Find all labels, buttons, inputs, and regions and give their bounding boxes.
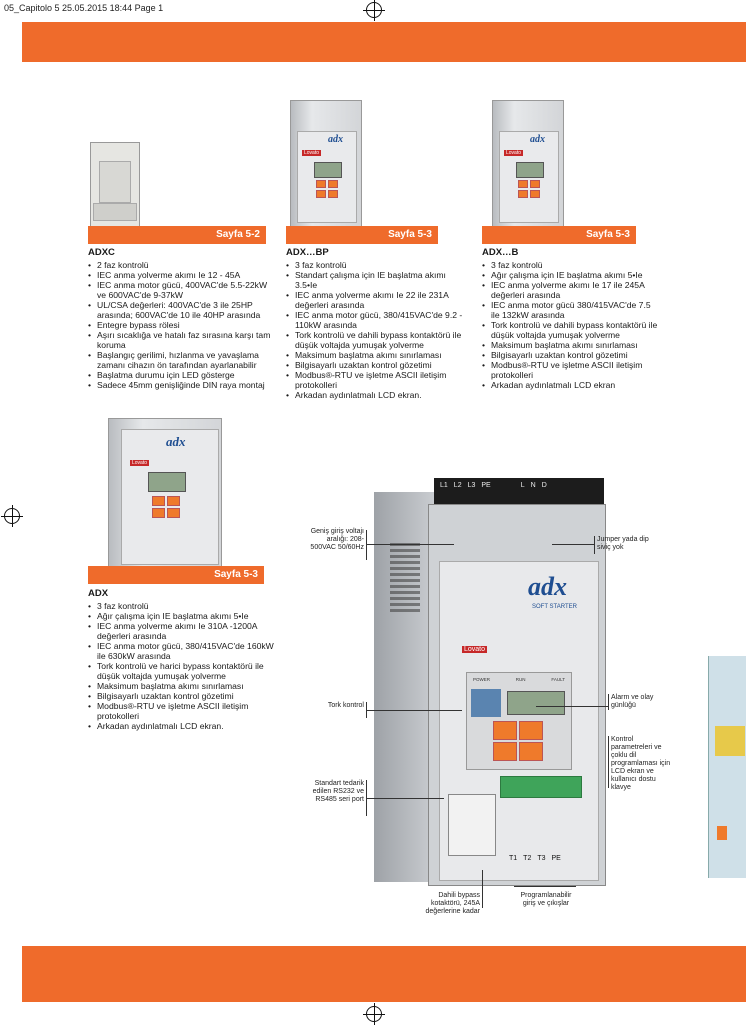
terminal-label: L2 [453,482,462,489]
adx-section: ADX 3 faz kontrolü Ağır çalışma için IE … [88,588,278,731]
header-band [22,22,746,62]
callout-no-jumper: Jumper yada dip siviç yok [597,536,649,551]
footer-band [22,946,746,1002]
partial-side-device [708,656,746,878]
adx-feature: IEC anma yolverme akımı Ie 310A -1200A d… [88,621,278,641]
adxc-feature: Başlatma durumu için LED gösterge [88,370,274,380]
adx-feature: Maksimum başlatma akımı sınırlaması [88,681,278,691]
adxbp-section: ADX…BP 3 faz kontrolü Standart çalışma i… [286,247,464,400]
adxbp-feature: Bilgisayarlı uzaktan kontrol gözetimi [286,360,464,370]
adxb-feature: Modbus®-RTU ve işletme ASCII iletişim pr… [482,360,658,380]
adxbp-feature: Tork kontrolü ve dahili bypass kontaktör… [286,330,464,350]
adxbp-page-ref: Sayfa 5-3 [286,226,438,244]
callout-bypass: Dahili bypass kotaktörü, 245A değerlerin… [425,892,480,915]
callout-wide-voltage: Geniş giriş voltajı aralığı: 208-500VAC … [310,528,364,551]
led-label: RUN [515,677,526,682]
adx-feature: IEC anma motor gücü, 380/415VAC'de 160kW… [88,641,278,661]
device-front-cover: adx SOFT STARTER Lovato POWER RUN FAULT [439,561,599,881]
callout-alarm: Alarm ve olay günlüğü [611,694,654,709]
adx-feature: Arkadan aydınlatmalı LCD ekran. [88,721,278,731]
adxc-feature: IEC anma yolverme akımı Ie 12 - 45A [88,270,274,280]
adxc-feature: 2 faz kontrolü [88,260,274,270]
io-terminal-strip [500,776,582,798]
adx-logo: adx [528,572,567,601]
callout-torque: Tork kontrol [327,702,364,709]
adxb-feature: Tork kontrolü ve dahili bypass kontaktör… [482,320,658,340]
adxc-feature: Sadece 45mm genişliğinde DIN raya montaj [88,380,274,390]
adxb-feature: Bilgisayarlı uzaktan kontrol gözetimi [482,350,658,360]
adxb-section: ADX…B 3 faz kontrolü Ağır çalışma için I… [482,247,658,390]
adxb-feature: Maksimum başlatma akımı sınırlaması [482,340,658,350]
inset-photo [471,689,501,717]
adxbp-title: ADX…BP [286,247,329,258]
adxbp-feature: Standart çalışma için IE başlatma akımı … [286,270,464,290]
adxbp-feature: 3 faz kontrolü [286,260,464,270]
registration-mark-left-icon [1,505,23,527]
callout-lcd-keypad: Kontrol parametreleri ve çoklu dil progr… [611,736,671,791]
terminal-label: T3 [537,855,546,862]
adxb-feature: Ağır çalışma için IE başlatma akımı 5•Ie [482,270,658,280]
adxc-feature: IEC anma motor gücü, 400VAC'de 5.5-22kW … [88,280,274,300]
adx-feature: Modbus®-RTU ve işletme ASCII iletişim pr… [88,701,278,721]
adx-feature: Ağır çalışma için IE başlatma akımı 5•Ie [88,611,278,621]
terminal-label: N [530,482,536,489]
terminal-label: L3 [467,482,476,489]
terminal-label: L [520,482,525,489]
lovato-label: Lovato [462,646,488,653]
adxc-title: ADXC [88,247,115,258]
adxc-feature: Başlangıç gerilimi, hızlanma ve yavaşlam… [88,350,274,370]
adx-product-image: adx Lovato [108,418,222,568]
adxb-product-image: adx Lovato [492,100,564,228]
device-side-panel [374,492,434,882]
adx-feature: 3 faz kontrolü [88,601,278,611]
adx-feature: Tork kontrolü ve harici bypass kontaktör… [88,661,278,681]
keypad-panel: POWER RUN FAULT [466,672,572,770]
terminal-label: T2 [523,855,532,862]
adxc-page-ref: Sayfa 5-2 [88,226,266,244]
adxb-title: ADX…B [482,247,519,258]
adx-feature: Bilgisayarlı uzaktan kontrol gözetimi [88,691,278,701]
adxbp-feature: Modbus®-RTU ve işletme ASCII iletişim pr… [286,370,464,390]
soft-starter-label: SOFT STARTER [532,604,578,610]
adxc-feature: UL/CSA değerleri: 400VAC'de 3 ile 25HP a… [88,300,274,320]
adxbp-product-image: adx Lovato [290,100,362,228]
terminal-label: T1 [509,855,518,862]
adxc-product-image [90,142,140,228]
led-label: FAULT [551,677,565,682]
adxb-feature: Arkadan aydınlatmalı LCD ekran [482,380,658,390]
adxbp-feature: Maksimum başlatma akımı sınırlaması [286,350,464,360]
adxbp-feature: IEC anma yolverme akımı Ie 22 ile 231A d… [286,290,464,310]
registration-mark-bottom-icon [363,1003,385,1025]
terminal-label: PE [481,482,491,489]
terminal-label: PE [551,855,561,862]
registration-mark-top-icon [363,0,385,21]
print-slug: 05_Capitolo 5 25.05.2015 18:44 Page 1 [4,3,164,13]
led-label: POWER [473,677,491,682]
callout-serial: Standart tedarik edilen RS232 ve RS485 s… [312,780,364,803]
terminal-label: L1 [440,482,448,489]
callout-io: Programlanabilir giriş ve çıkışlar [520,892,572,907]
adxb-feature: 3 faz kontrolü [482,260,658,270]
adxc-section: ADXC 2 faz kontrolü IEC anma yolverme ak… [88,247,274,390]
adx-title: ADX [88,588,109,599]
terminal-label: D [541,482,547,489]
adx-page-ref: Sayfa 5-3 [88,566,264,584]
adxc-feature: Entegre bypass rölesi [88,320,274,330]
bypass-contactor [448,794,496,856]
keypad-buttons [493,721,543,761]
adxb-feature: IEC anma motor gücü 380/415VAC'de 7.5 il… [482,300,658,320]
soft-starter-illustration: L1 L2 L3 PE L N D adx SOFT STARTER Lovat… [374,462,606,886]
top-terminal-strip: L1 L2 L3 PE L N D [434,478,604,504]
adxc-feature: Aşırı sıcaklığa ve hatalı faz sırasına k… [88,330,274,350]
adxbp-feature: IEC anma motor gücü, 380/415VAC'de 9.2 -… [286,310,464,330]
adxbp-feature: Arkadan aydınlatmalı LCD ekran. [286,390,464,400]
adxb-feature: IEC anma yolverme akımı Ie 17 ile 245A d… [482,280,658,300]
device-body: adx SOFT STARTER Lovato POWER RUN FAULT … [428,504,606,886]
adxb-page-ref: Sayfa 5-3 [482,226,636,244]
lcd-display [507,691,565,715]
